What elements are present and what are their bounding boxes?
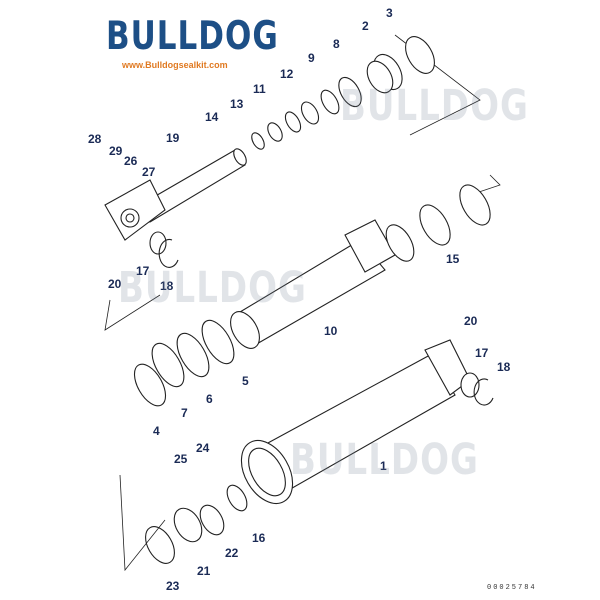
callout-15: 15 — [446, 252, 460, 266]
piston-rod — [104, 148, 247, 241]
watermark: BULLDOG — [290, 435, 479, 485]
head-seals — [251, 36, 435, 150]
callout-1: 1 — [380, 459, 387, 473]
piston-and-rings — [133, 184, 491, 407]
callout-26: 26 — [124, 154, 138, 168]
callout-29: 29 — [109, 144, 123, 158]
callout-13: 13 — [230, 97, 244, 111]
callout-21: 21 — [197, 564, 211, 578]
callout-28: 28 — [88, 132, 102, 146]
watermark: BULLDOG — [340, 81, 529, 131]
callout-5: 5 — [242, 374, 249, 388]
callout-12: 12 — [280, 67, 294, 81]
callout-17: 17 — [475, 346, 489, 360]
callout-4: 4 — [153, 424, 160, 438]
callout-7: 7 — [181, 406, 188, 420]
callout-3: 3 — [386, 6, 393, 20]
bulldog-logo: BULLDOG www.Bulldogsealkit.com — [106, 14, 278, 70]
watermark: BULLDOG — [118, 263, 307, 313]
callout-6: 6 — [206, 392, 213, 406]
callout-18: 18 — [497, 360, 511, 374]
callout-27: 27 — [142, 165, 156, 179]
callout-22: 22 — [225, 546, 239, 560]
callout-8: 8 — [333, 37, 340, 51]
callout-25: 25 — [174, 452, 188, 466]
callout-20: 20 — [464, 314, 478, 328]
drawing-number: 00025784 — [487, 584, 537, 592]
callout-19: 19 — [166, 131, 180, 145]
callout-23: 23 — [166, 579, 180, 593]
callout-9: 9 — [308, 51, 315, 65]
callout-17: 17 — [136, 264, 150, 278]
callout-20: 20 — [108, 277, 122, 291]
callout-14: 14 — [205, 110, 219, 124]
callout-labels: 1234567891011121314151617181920212223242… — [88, 6, 511, 593]
callout-11: 11 — [253, 82, 266, 96]
callout-24: 24 — [196, 441, 210, 455]
logo-url: www.Bulldogsealkit.com — [122, 60, 228, 70]
callout-10: 10 — [324, 324, 338, 338]
logo-brand: BULLDOG — [106, 14, 279, 59]
callout-18: 18 — [160, 279, 174, 293]
callout-2: 2 — [362, 19, 369, 33]
callout-16: 16 — [252, 531, 266, 545]
cylinder-barrel — [145, 339, 494, 564]
